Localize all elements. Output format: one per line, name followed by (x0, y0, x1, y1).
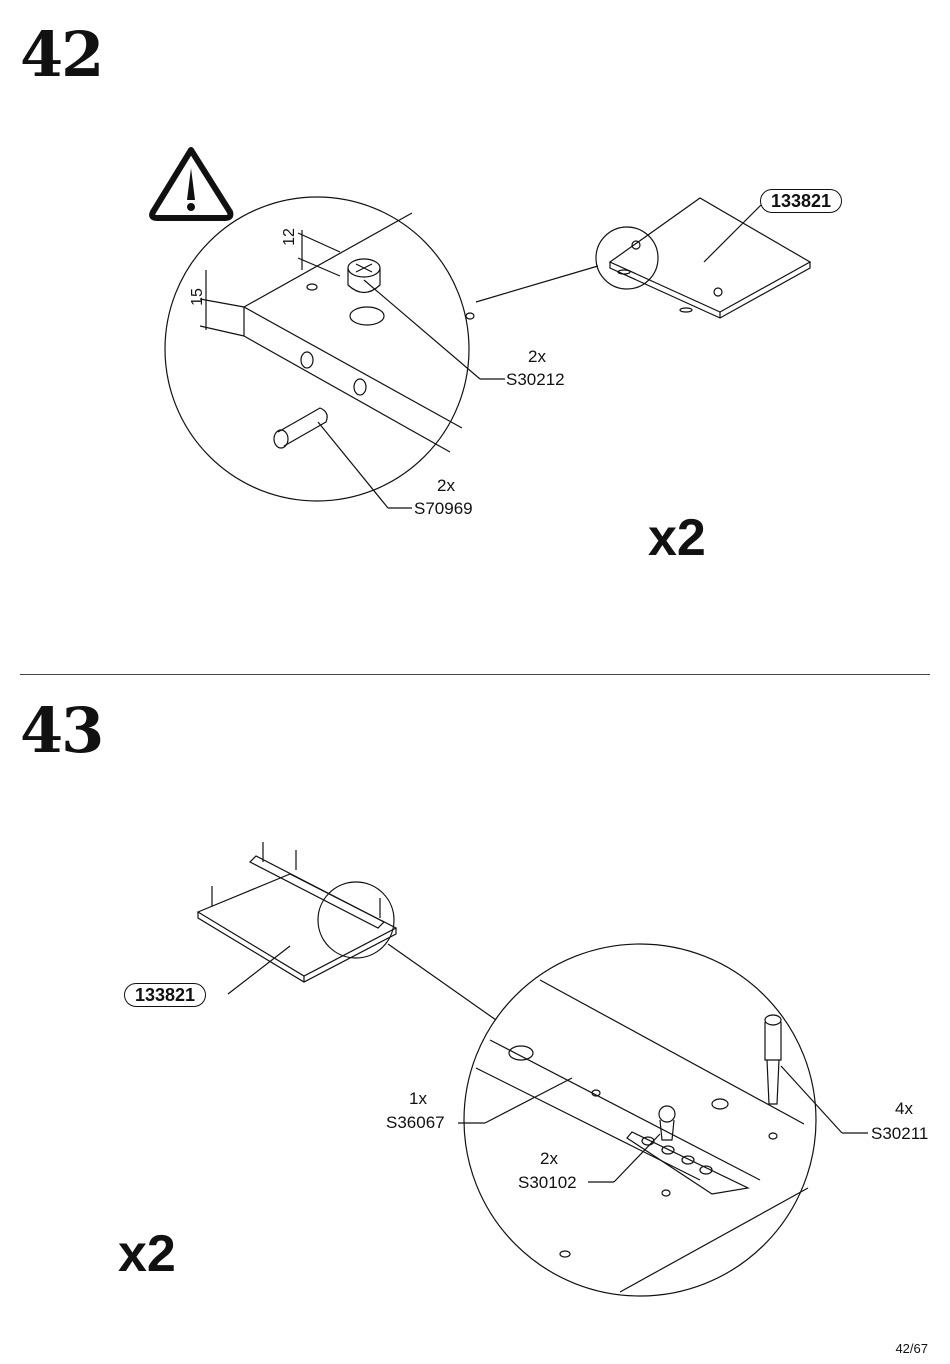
detail-marker-circle-43 (317, 881, 395, 959)
repeat-multiplier: x2 (118, 1225, 176, 1283)
step-divider (20, 674, 930, 675)
step-number: 42 (20, 18, 104, 91)
cam-lock-part (347, 258, 381, 294)
part-qty: 2x (437, 476, 455, 495)
detail-circle-42 (164, 196, 470, 502)
part-qty: 1x (409, 1089, 427, 1108)
panel-code-badge: 133821 (760, 189, 843, 213)
part-qty: 2x (528, 347, 546, 366)
step-number: 43 (20, 694, 104, 767)
part-code: S30211 (871, 1124, 929, 1143)
part-qty: 4x (895, 1099, 913, 1118)
panel-133821-small-43 (196, 842, 398, 983)
part-code: S36067 (386, 1113, 445, 1132)
page-number: 42/67 (895, 1341, 928, 1356)
warning-triangle-icon (149, 147, 234, 221)
dowel-part (273, 407, 328, 449)
bracket-part (626, 1131, 750, 1195)
detail-circle-43 (463, 943, 817, 1297)
dimension-label-top: 12 (280, 228, 298, 246)
detail-marker-circle (595, 226, 659, 290)
part-code: S70969 (414, 499, 473, 518)
panel-133821-small (608, 197, 812, 319)
dimension-label-side: 15 (188, 288, 206, 306)
panel-code-badge: 133821 (124, 983, 207, 1007)
part-qty: 2x (540, 1149, 558, 1168)
part-code: S30212 (506, 370, 565, 389)
part-code: S30102 (518, 1173, 577, 1192)
cam-bolt-part (764, 1014, 782, 1105)
repeat-multiplier: x2 (648, 509, 706, 567)
screw-part (658, 1105, 676, 1141)
